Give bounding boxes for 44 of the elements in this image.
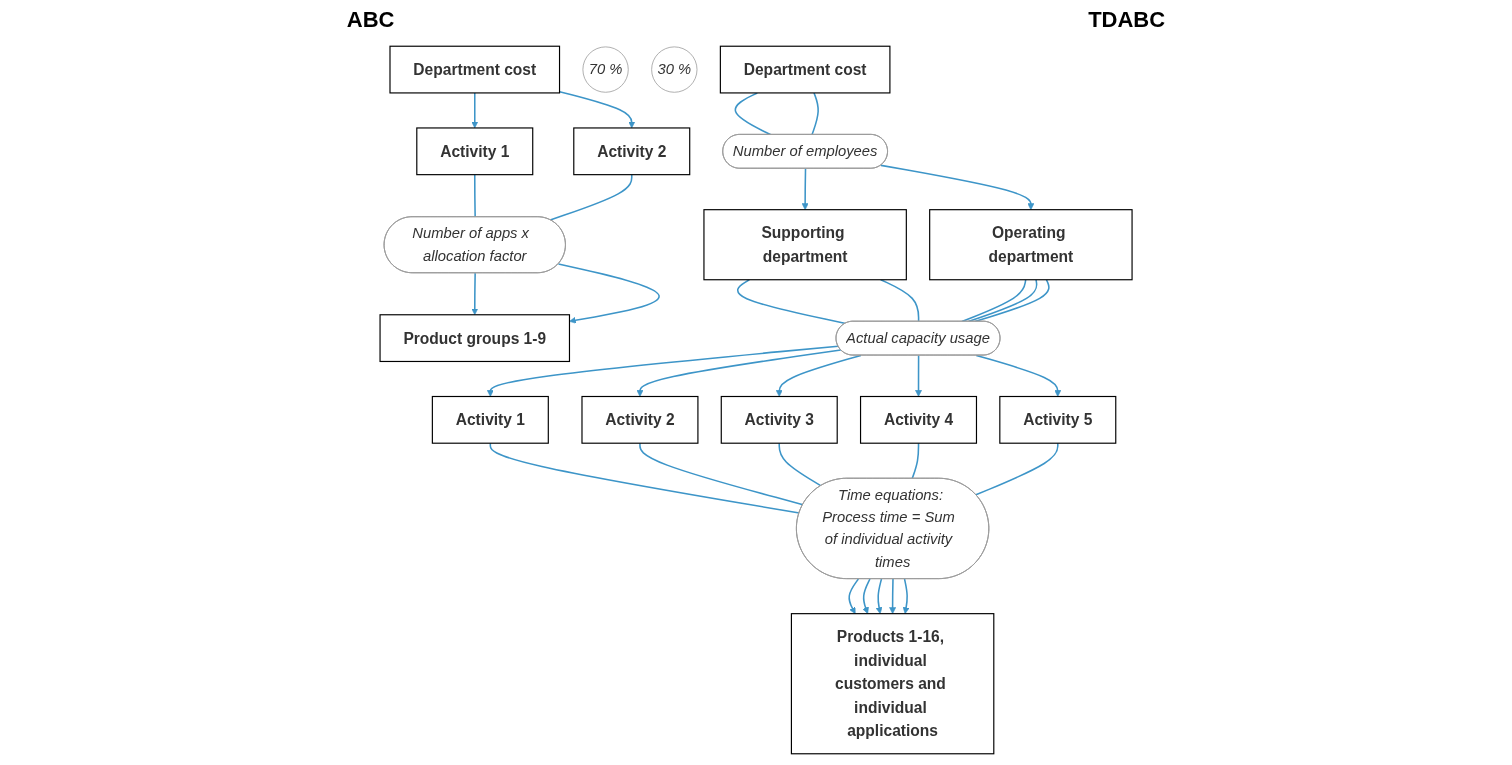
connector bbox=[778, 442, 822, 487]
connector bbox=[734, 92, 772, 136]
node-box: Activity 4 bbox=[859, 395, 977, 444]
diagram-heading: ABC bbox=[346, 7, 395, 33]
node-box: Department cost bbox=[719, 45, 891, 94]
diagram-heading: TDABC bbox=[1088, 7, 1166, 33]
node-box: Product groups 1-9 bbox=[379, 314, 570, 363]
arrow bbox=[875, 578, 883, 614]
node-box: Activity 1 bbox=[416, 127, 534, 176]
connector bbox=[961, 278, 1027, 323]
node-box: Activity 3 bbox=[720, 395, 838, 444]
node-box: Operating department bbox=[929, 209, 1133, 281]
arrow bbox=[889, 578, 896, 614]
connector bbox=[473, 173, 476, 218]
arrow bbox=[471, 272, 479, 316]
node-box: Department cost bbox=[389, 45, 561, 94]
node-box: Activity 1 bbox=[431, 395, 549, 444]
arrow bbox=[471, 92, 479, 129]
arrow bbox=[848, 578, 860, 614]
arrow bbox=[486, 345, 839, 397]
connector bbox=[911, 442, 920, 480]
node-box: Products 1-16, individual customers and individual applications bbox=[790, 613, 995, 755]
arrow bbox=[801, 167, 809, 210]
connector bbox=[879, 278, 920, 323]
connector bbox=[489, 442, 801, 514]
arrow bbox=[558, 90, 636, 129]
node-box: Supporting department bbox=[703, 209, 907, 281]
arrow bbox=[880, 164, 1035, 210]
arrow bbox=[557, 263, 660, 324]
node-box: Activity 2 bbox=[581, 395, 699, 444]
node-circle: 30 % bbox=[651, 46, 698, 93]
node-box: Activity 2 bbox=[573, 127, 691, 176]
arrow bbox=[862, 578, 871, 614]
connector bbox=[639, 442, 804, 506]
node-box: Activity 5 bbox=[999, 395, 1117, 444]
connector bbox=[974, 278, 1050, 323]
connector bbox=[549, 173, 633, 221]
connector bbox=[975, 442, 1059, 496]
connector bbox=[811, 92, 819, 136]
connector bbox=[967, 278, 1038, 323]
arrow bbox=[636, 349, 842, 397]
node-circle: 70 % bbox=[582, 46, 629, 93]
arrow bbox=[915, 354, 922, 397]
arrow bbox=[902, 578, 910, 614]
